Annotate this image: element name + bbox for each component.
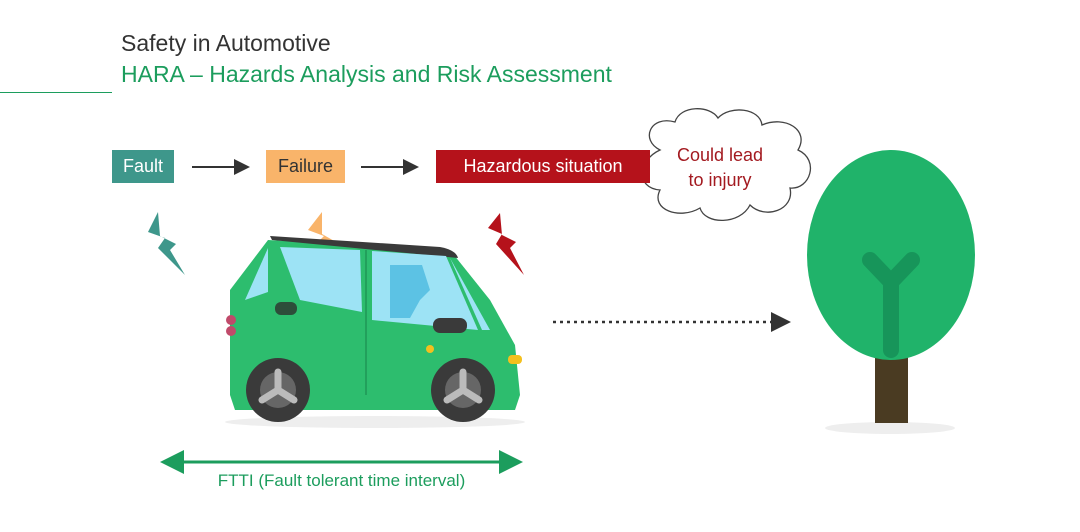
tree-illustration — [807, 150, 975, 434]
fault-box: Fault — [112, 150, 174, 183]
ftti-label: FTTI (Fault tolerant time interval) — [217, 471, 466, 490]
cloud-text: Could lead to injury — [655, 143, 785, 193]
car-illustration — [225, 236, 525, 428]
title-divider — [0, 92, 112, 93]
hazard-box: Hazardous situation — [436, 150, 650, 183]
lightning-icon-red — [488, 213, 524, 275]
cloud-shape — [641, 108, 811, 221]
slide-subtitle: HARA – Hazards Analysis and Risk Assessm… — [121, 61, 612, 87]
cloud-line-2: to injury — [688, 170, 752, 190]
failure-box: Failure — [266, 150, 345, 183]
slide-title: Safety in Automotive — [121, 30, 331, 56]
lightning-icon-teal — [148, 212, 185, 275]
cloud-line-1: Could lead — [676, 145, 764, 165]
